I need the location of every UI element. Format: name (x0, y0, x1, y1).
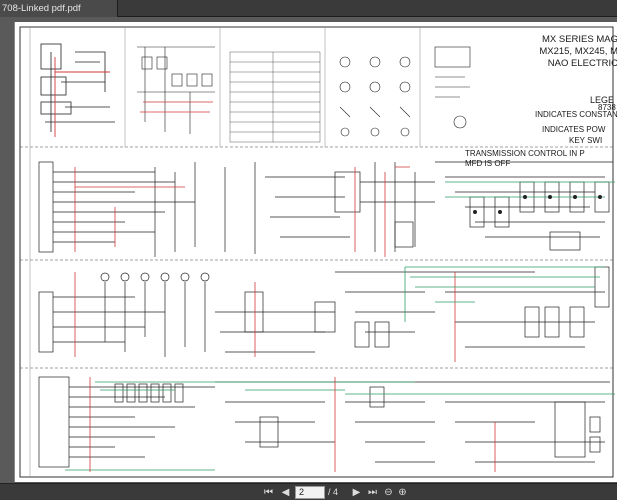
document-tab[interactable]: 708-Linked pdf.pdf (0, 0, 118, 17)
zoom-out-icon[interactable]: ⊖ (384, 487, 393, 498)
legend-line: KEY SWI (569, 136, 603, 145)
legend-line: INDICATES CONSTAN (535, 110, 617, 119)
transmission-note: MFD IS OFF (465, 159, 511, 168)
first-page-icon[interactable]: ⏮ (264, 487, 273, 498)
title-bar: 708-Linked pdf.pdf (0, 0, 617, 17)
last-page-icon[interactable]: ⏭ (368, 487, 377, 498)
page-count: / 4 (328, 487, 339, 497)
document-tab-label: 708-Linked pdf.pdf (2, 3, 81, 14)
transmission-note: TRANSMISSION CONTROL IN P (465, 149, 585, 158)
pdf-page: MX SERIES MAG MX215, MX245, M NAO ELECTR… (14, 22, 617, 482)
current-page-value: 2 (299, 487, 305, 497)
zoom-in-icon[interactable]: ⊕ (398, 487, 407, 498)
wiring-schematic (19, 26, 615, 478)
drawing-title-line: MX SERIES MAG (541, 34, 617, 45)
drawing-title-line: MX215, MX245, M (539, 46, 617, 57)
sheet-number: 8738 (598, 103, 616, 112)
pdf-toolbar: ⏮ ◀ 2 / 4 ▶ ⏭ ⊖ ⊕ (0, 483, 617, 500)
pdf-viewer[interactable]: MX SERIES MAG MX215, MX245, M NAO ELECTR… (0, 17, 617, 483)
drawing-title-line: NAO ELECTRIC (547, 58, 617, 69)
drawing-title-block: MX SERIES MAG MX215, MX245, M NAO ELECTR… (475, 34, 617, 70)
legend-heading: LEGE (590, 95, 615, 105)
page-number-input[interactable]: 2 (295, 486, 325, 499)
next-page-icon[interactable]: ▶ (352, 487, 361, 498)
prev-page-icon[interactable]: ◀ (281, 487, 290, 498)
legend-line: INDICATES POW (542, 125, 606, 134)
